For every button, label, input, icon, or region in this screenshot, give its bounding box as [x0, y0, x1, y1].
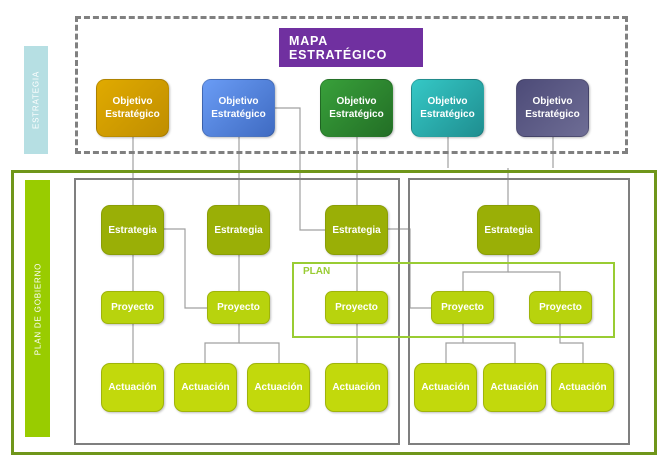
government-plan-frame: [11, 170, 657, 455]
strategic-map-frame: [75, 16, 628, 154]
title-line-1: MAPA: [289, 34, 329, 48]
project-label: Proyecto: [441, 302, 484, 313]
objective-label: Objetivo Estratégico: [420, 96, 475, 120]
objective-label: Objetivo Estratégico: [329, 96, 384, 120]
action-label: Actuación: [254, 382, 303, 393]
objective-node[interactable]: Objetivo Estratégico: [320, 79, 393, 137]
government-plan-side-label: PLAN DE GOBIERNO: [25, 180, 50, 437]
project-node[interactable]: Proyecto: [431, 291, 494, 324]
action-label: Actuación: [332, 382, 381, 393]
action-node[interactable]: Actuación: [414, 363, 477, 412]
objective-node[interactable]: Objetivo Estratégico: [516, 79, 589, 137]
action-label: Actuación: [490, 382, 539, 393]
project-node[interactable]: Proyecto: [101, 291, 164, 324]
objective-label: Objetivo Estratégico: [105, 96, 160, 120]
project-label: Proyecto: [217, 302, 260, 313]
strategy-node[interactable]: Estrategia: [207, 205, 270, 255]
action-label: Actuación: [421, 382, 470, 393]
action-node[interactable]: Actuación: [551, 363, 614, 412]
strategy-node[interactable]: Estrategia: [477, 205, 540, 255]
objective-node[interactable]: Objetivo Estratégico: [202, 79, 275, 137]
strategy-node[interactable]: Estrategia: [325, 205, 388, 255]
strategy-label: Estrategia: [108, 224, 157, 236]
government-plan-side-label-text: PLAN DE GOBIERNO: [33, 262, 42, 355]
strategy-label: Estrategia: [484, 224, 533, 236]
action-node[interactable]: Actuación: [101, 363, 164, 412]
strategic-map-title: MAPA ESTRATÉGICO: [279, 28, 423, 67]
objective-label: Objetivo Estratégico: [211, 96, 266, 120]
action-label: Actuación: [181, 382, 230, 393]
action-label: Actuación: [558, 382, 607, 393]
plan-frame: [292, 262, 615, 338]
group-frame-left: [74, 178, 400, 445]
project-node[interactable]: Proyecto: [529, 291, 592, 324]
action-label: Actuación: [108, 382, 157, 393]
project-node[interactable]: Proyecto: [325, 291, 388, 324]
project-label: Proyecto: [111, 302, 154, 313]
objective-node[interactable]: Objetivo Estratégico: [96, 79, 169, 137]
action-node[interactable]: Actuación: [174, 363, 237, 412]
strategy-label: Estrategia: [332, 224, 381, 236]
strategy-side-label: ESTRATEGIA: [24, 46, 48, 154]
project-label: Proyecto: [335, 302, 378, 313]
plan-label: PLAN: [303, 266, 331, 277]
project-node[interactable]: Proyecto: [207, 291, 270, 324]
objective-label: Objetivo Estratégico: [525, 96, 580, 120]
project-label: Proyecto: [539, 302, 582, 313]
action-node[interactable]: Actuación: [483, 363, 546, 412]
title-line-2: ESTRATÉGICO: [289, 48, 388, 62]
action-node[interactable]: Actuación: [247, 363, 310, 412]
objective-node[interactable]: Objetivo Estratégico: [411, 79, 484, 137]
strategy-label: Estrategia: [214, 224, 263, 236]
strategy-side-label-text: ESTRATEGIA: [31, 70, 41, 130]
action-node[interactable]: Actuación: [325, 363, 388, 412]
group-frame-right: [408, 178, 630, 445]
strategy-node[interactable]: Estrategia: [101, 205, 164, 255]
